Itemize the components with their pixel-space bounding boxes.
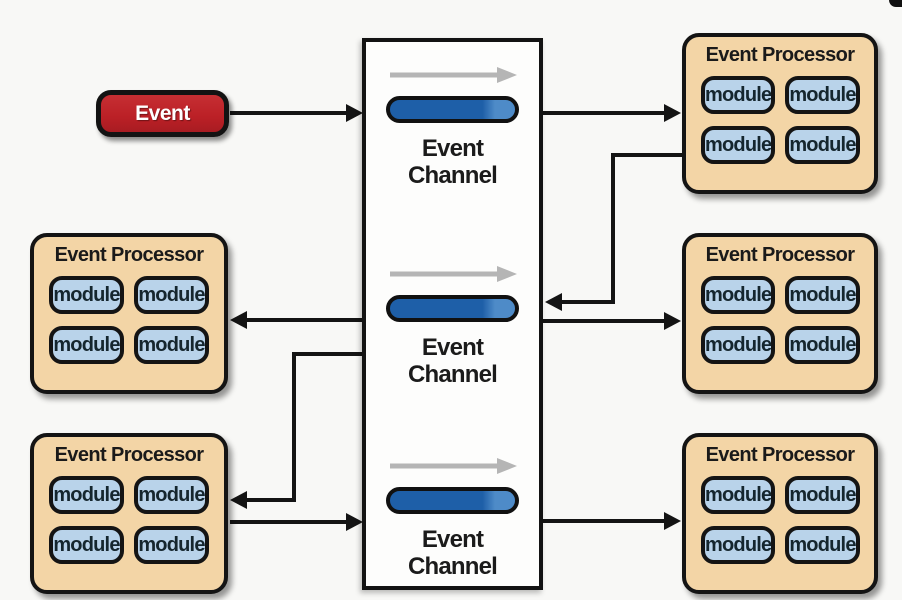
event-processor-bottom-left: Event Processor module module module mod…	[30, 433, 228, 594]
event-channel-box: Event Channel Event Channel Event Channe…	[362, 38, 543, 590]
module-box: module	[134, 526, 209, 564]
module-grid: module module module module	[686, 67, 874, 164]
module-box: module	[701, 76, 776, 114]
processor-title: Event Processor	[705, 444, 855, 466]
module-box: module	[49, 526, 124, 564]
processor-title: Event Processor	[705, 44, 855, 66]
module-box: module	[785, 276, 860, 314]
processor-title: Event Processor	[54, 444, 204, 466]
module-box: module	[785, 476, 860, 514]
module-box: module	[134, 476, 209, 514]
flow-direction-icon	[389, 458, 517, 474]
module-box: module	[134, 326, 209, 364]
flow-direction-icon	[389, 67, 517, 83]
module-box: module	[701, 326, 776, 364]
arrow-channel-to-processor-bottom-right	[543, 512, 681, 530]
channel-label: Event Channel	[407, 526, 498, 580]
event-channel-3: Event Channel	[366, 457, 539, 580]
module-grid: module module module module	[686, 467, 874, 564]
event-box: Event	[96, 90, 229, 137]
module-grid: module module module module	[686, 267, 874, 364]
arrow-channel-to-processor-top-right	[543, 104, 681, 122]
arrow-channel-to-processor-bottom-left	[230, 352, 362, 509]
event-processor-middle-left: Event Processor module module module mod…	[30, 233, 228, 394]
module-box: module	[785, 76, 860, 114]
module-box: module	[785, 526, 860, 564]
processor-title: Event Processor	[705, 244, 855, 266]
module-box: module	[701, 276, 776, 314]
arrow-processor-top-right-to-channel	[545, 153, 684, 311]
module-box: module	[49, 326, 124, 364]
module-box: module	[785, 126, 860, 164]
arrow-processor-bottom-left-to-channel	[230, 513, 363, 531]
event-queue-pill	[386, 96, 519, 123]
channel-label: Event Channel	[407, 135, 498, 189]
module-box: module	[49, 476, 124, 514]
arrow-event-to-channel	[230, 104, 363, 122]
module-box: module	[701, 476, 776, 514]
event-processor-top-right: Event Processor module module module mod…	[682, 33, 878, 194]
module-box: module	[49, 276, 124, 314]
module-box: module	[701, 526, 776, 564]
module-box: module	[134, 276, 209, 314]
event-queue-pill	[386, 487, 519, 514]
event-processor-middle-right: Event Processor module module module mod…	[682, 233, 878, 394]
module-grid: module module module module	[34, 267, 224, 364]
event-channel-1: Event Channel	[366, 66, 539, 189]
event-label: Event	[135, 101, 190, 125]
channel-label: Event Channel	[407, 334, 498, 388]
module-grid: module module module module	[34, 467, 224, 564]
module-box: module	[701, 126, 776, 164]
event-queue-pill	[386, 295, 519, 322]
module-box: module	[785, 326, 860, 364]
processor-title: Event Processor	[54, 244, 204, 266]
arrow-channel-to-processor-middle-right	[543, 312, 681, 330]
screen-edge-artifact	[889, 0, 902, 7]
arrow-channel-to-processor-middle-left	[230, 311, 362, 329]
flow-direction-icon	[389, 266, 517, 282]
event-processor-bottom-right: Event Processor module module module mod…	[682, 433, 878, 594]
event-channel-2: Event Channel	[366, 265, 539, 388]
